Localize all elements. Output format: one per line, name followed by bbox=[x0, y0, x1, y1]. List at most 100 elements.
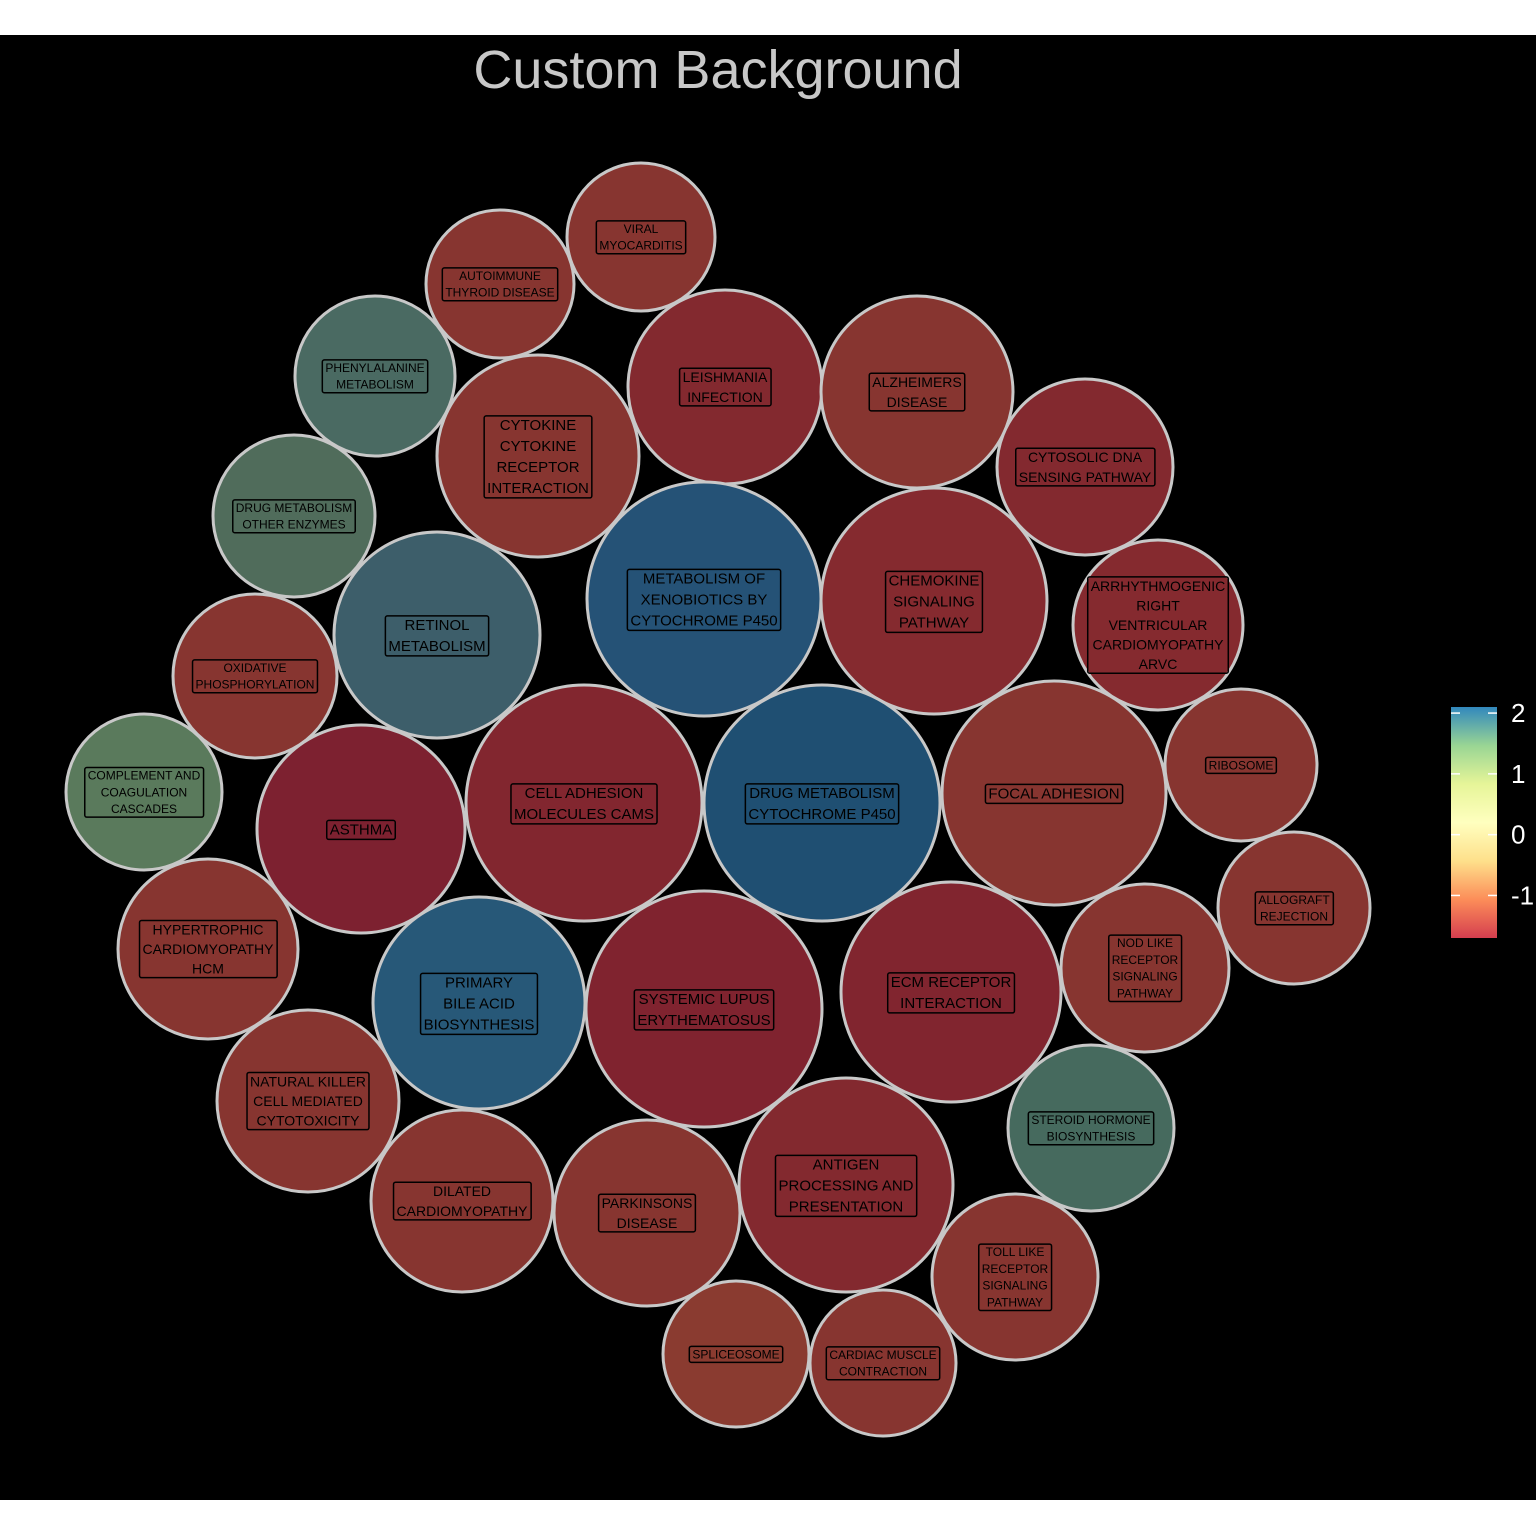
bubble-circle bbox=[369, 1108, 555, 1294]
legend-tick-label: 2 bbox=[1511, 698, 1525, 728]
bubble: FOCAL ADHESION bbox=[940, 679, 1168, 907]
legend-tick-label: -1 bbox=[1511, 880, 1534, 910]
bubble-circle bbox=[1163, 687, 1319, 843]
label-box bbox=[1108, 934, 1183, 1003]
label-box bbox=[84, 766, 205, 818]
label-box bbox=[825, 1346, 941, 1381]
bubble-circle bbox=[819, 486, 1049, 716]
label-box bbox=[984, 783, 1124, 805]
bubble-label: SPLICEOSOME bbox=[692, 1347, 779, 1361]
label-box bbox=[1027, 1111, 1155, 1146]
color-legend: 2 1 0 -1 bbox=[1451, 698, 1534, 938]
label-box bbox=[597, 1193, 697, 1233]
label-box bbox=[633, 989, 775, 1031]
label-box bbox=[1254, 891, 1335, 926]
label-box bbox=[884, 570, 984, 634]
label-box bbox=[1015, 447, 1156, 487]
bubble-circle bbox=[702, 683, 942, 923]
bubble-circle bbox=[464, 683, 704, 923]
bubble-circle bbox=[64, 712, 224, 872]
bubble-circle bbox=[424, 208, 576, 360]
label-box bbox=[595, 220, 687, 255]
bubble-circle bbox=[332, 530, 542, 740]
legend-tick-label: 1 bbox=[1511, 759, 1525, 789]
bubble-circle bbox=[839, 880, 1063, 1104]
bubble-circle bbox=[940, 679, 1168, 907]
bubble-circle bbox=[930, 1192, 1100, 1362]
bubble-circle bbox=[1216, 830, 1372, 986]
label-box bbox=[483, 415, 593, 499]
bubble: ASTHMA bbox=[255, 723, 467, 935]
bubble-circle bbox=[1059, 882, 1231, 1054]
label-box bbox=[626, 568, 782, 632]
bubble-circle bbox=[552, 1118, 742, 1308]
label-box bbox=[441, 267, 559, 302]
bubble-circle bbox=[215, 1008, 401, 1194]
label-box bbox=[774, 1154, 918, 1218]
bubble-circle bbox=[116, 857, 300, 1041]
label-box bbox=[232, 499, 356, 534]
bubble-circle bbox=[808, 1288, 958, 1438]
label-box bbox=[321, 359, 429, 394]
bubble-circle bbox=[171, 592, 339, 760]
bubble-circle bbox=[255, 723, 467, 935]
chart-title: Custom Background bbox=[473, 40, 962, 100]
bubble-circle bbox=[819, 294, 1015, 490]
label-box bbox=[246, 1071, 370, 1131]
label-box bbox=[325, 819, 397, 841]
bubble-circle bbox=[435, 353, 641, 559]
label-box bbox=[678, 367, 772, 407]
bubble-label: RIBOSOME bbox=[1209, 758, 1274, 772]
bubble-circle bbox=[995, 377, 1175, 557]
legend-tick-label: 0 bbox=[1511, 820, 1525, 850]
bubble-circle bbox=[1006, 1043, 1176, 1213]
label-box bbox=[688, 1345, 784, 1364]
bubble-circle bbox=[293, 294, 457, 458]
label-box bbox=[1086, 576, 1230, 674]
label-box bbox=[510, 783, 658, 825]
bubble: RIBOSOME bbox=[1163, 687, 1319, 843]
label-box bbox=[191, 659, 319, 694]
